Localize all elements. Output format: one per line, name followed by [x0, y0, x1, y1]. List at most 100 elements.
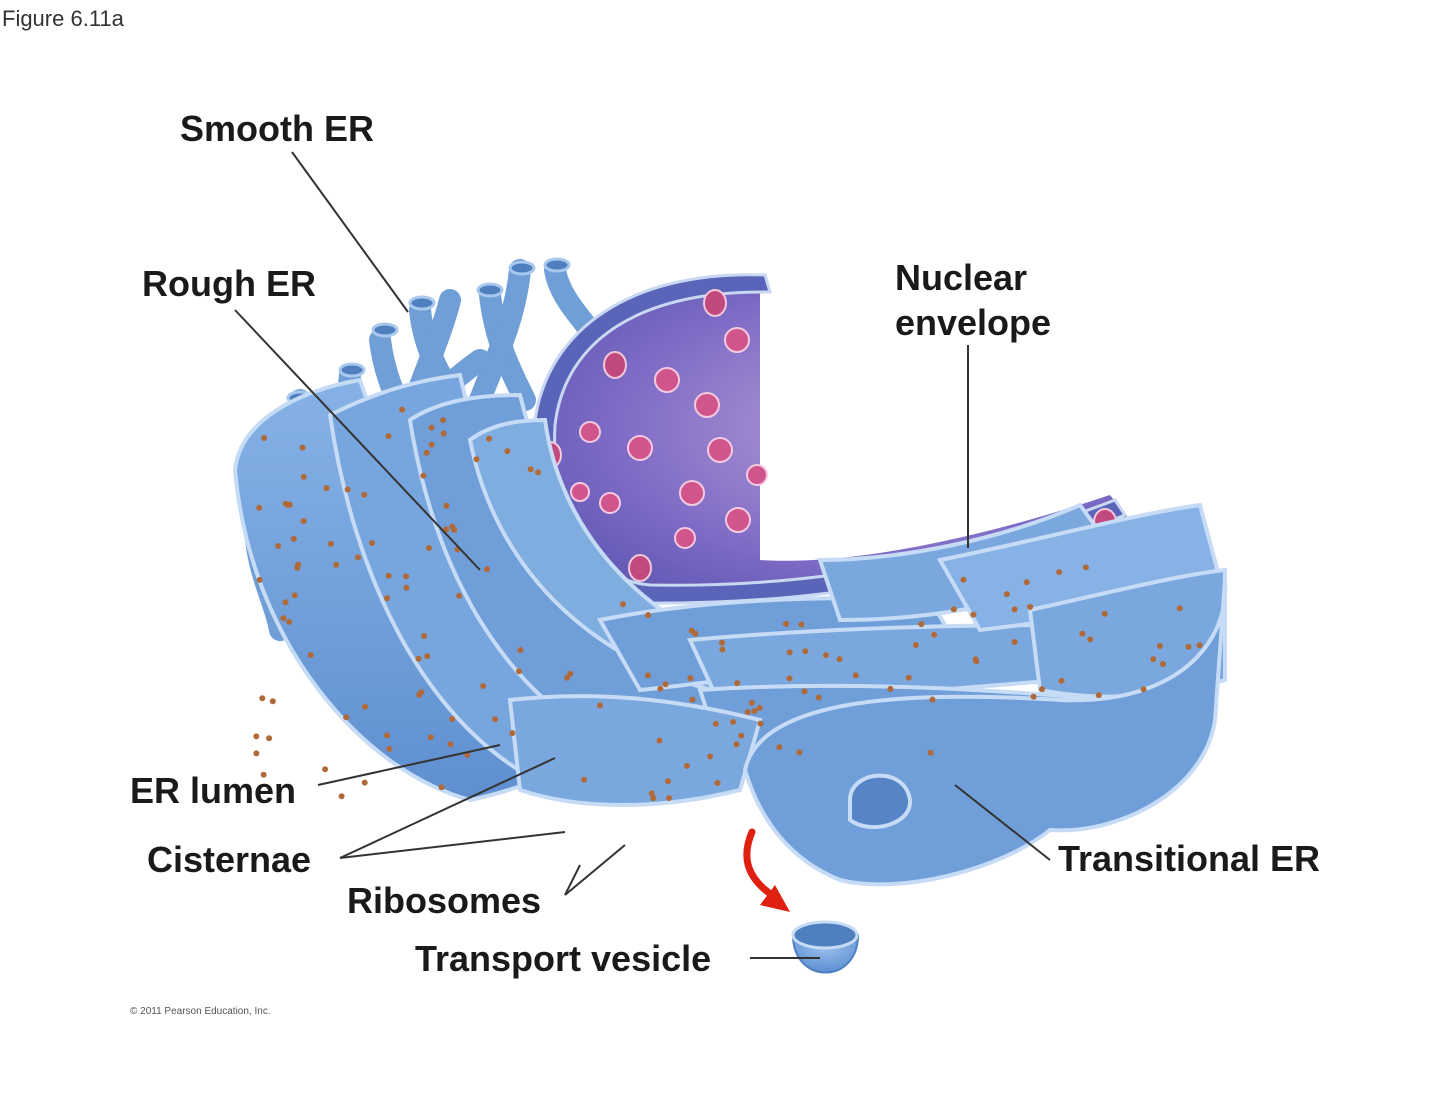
- ribosome-dot: [950, 606, 957, 613]
- ribosome-dot: [815, 694, 822, 701]
- ribosome-dot: [1058, 677, 1065, 684]
- ribosome-dot: [428, 441, 435, 448]
- ribosome-dot: [798, 621, 805, 628]
- ribosome-dot: [1095, 692, 1102, 699]
- ribosome-dot: [786, 675, 793, 682]
- ribosome-dot: [692, 630, 699, 637]
- ribosome-dot: [438, 784, 445, 791]
- label-smooth-er: Smooth ER: [180, 108, 374, 149]
- ribosome-dot: [323, 485, 330, 492]
- ribosome-dot: [733, 741, 740, 748]
- ribosome-dot: [687, 675, 694, 682]
- nucleus-interior: [544, 288, 1130, 600]
- ribosomes-dots: [253, 406, 1203, 802]
- ribosome-dot: [650, 795, 657, 802]
- ribosome-dot: [509, 730, 516, 737]
- ribosome-dot: [744, 709, 751, 716]
- ribosome-dot: [734, 680, 741, 687]
- ribosome-dot: [284, 502, 291, 508]
- ribosome-dot: [1087, 636, 1094, 643]
- figure-label: Figure 6.11a: [2, 6, 124, 31]
- ribosome-dot: [1030, 693, 1037, 700]
- vesicle-arrow: [743, 828, 790, 912]
- ribosome-dot: [801, 688, 808, 695]
- ribosome-dot: [1196, 642, 1203, 649]
- ribosome-dot: [786, 649, 793, 656]
- ribosome-dot: [307, 652, 314, 658]
- ribosome-dot: [428, 424, 435, 431]
- ribosome-dot: [290, 535, 297, 542]
- ribosome-dot: [426, 545, 432, 551]
- ribosome-dot: [756, 704, 763, 711]
- ribosome-dot: [362, 703, 369, 710]
- label-nuclear-envelope-line2: envelope: [895, 302, 1052, 343]
- ribosome-dot: [960, 576, 967, 583]
- ribosome-dot: [657, 685, 664, 692]
- ribosome-dot: [286, 618, 293, 625]
- ribosome-dot: [656, 737, 663, 744]
- ribosome-dot: [581, 776, 588, 783]
- ribosome-dot: [327, 540, 334, 547]
- rough-er-cisternae: [232, 372, 1227, 807]
- ribosome-dot: [269, 698, 276, 705]
- ribosome-dot: [291, 592, 298, 599]
- ribosome-dot: [970, 611, 977, 618]
- ribosome-dot: [1160, 661, 1166, 667]
- ribosome-dot: [823, 652, 829, 659]
- ribosome-dot: [275, 543, 282, 549]
- ribosome-dot: [776, 744, 783, 751]
- ribosome-dot: [912, 642, 919, 648]
- ribosome-dot: [852, 672, 859, 679]
- ribosome-dot: [420, 472, 427, 479]
- ribosome-dot: [473, 456, 480, 463]
- ribosome-dot: [483, 566, 490, 573]
- ribosome-dot: [403, 584, 410, 591]
- ribosome-dot: [597, 702, 603, 709]
- ribosome-dot: [1101, 610, 1108, 617]
- label-ribosomes: Ribosomes: [347, 880, 542, 921]
- ribosome-dot: [361, 779, 368, 786]
- ribosome-dot: [338, 793, 345, 800]
- nuclear-pores-surface: [570, 327, 768, 549]
- copyright-notice: © 2011 Pearson Education, Inc.: [130, 1006, 271, 1017]
- ribosome-dot: [361, 491, 368, 498]
- transitional-er-bud: [848, 773, 912, 830]
- ribosome-dot: [738, 732, 745, 739]
- ribosome-dot: [449, 523, 456, 530]
- ribosome-dot: [719, 646, 726, 653]
- ribosome-dot: [748, 699, 755, 706]
- ribosome-dot: [567, 670, 574, 677]
- ribosome-dot: [719, 639, 726, 646]
- ribosome-dot: [1140, 686, 1147, 693]
- ribosome-dot: [282, 599, 289, 606]
- ribosome-dot: [918, 621, 925, 628]
- ribosome-dot: [802, 648, 809, 655]
- ribosome-dot: [707, 753, 714, 760]
- ribosome-dot: [253, 750, 260, 757]
- ribosome-dot: [1156, 643, 1163, 649]
- label-er-lumen: ER lumen: [130, 770, 297, 811]
- ribosome-dot: [644, 672, 651, 679]
- ribosome-dot: [266, 735, 273, 742]
- ribosome-dot: [1023, 579, 1030, 586]
- ribosome-dot: [516, 668, 522, 675]
- ribosome-dot: [662, 681, 669, 688]
- ribosome-dot: [418, 689, 425, 696]
- ribosome-dot: [333, 561, 340, 568]
- ribosome-dot: [929, 696, 936, 703]
- ribosome-dot: [386, 745, 393, 752]
- ribosome-dot: [730, 719, 737, 725]
- ribosome-dot: [447, 741, 454, 748]
- ribosome-dot: [256, 576, 263, 583]
- ribosome-dot: [355, 554, 361, 561]
- ribosome-dot: [399, 406, 406, 413]
- ribosome-dot: [527, 466, 534, 473]
- ribosome-dot: [1150, 656, 1157, 663]
- ribosome-dot: [564, 674, 570, 681]
- ribosome-dot: [751, 708, 758, 714]
- ribosome-dot: [972, 656, 979, 663]
- ribosome-dot: [415, 655, 422, 662]
- ribosome-dot: [440, 430, 447, 437]
- transport-vesicle: [791, 920, 860, 974]
